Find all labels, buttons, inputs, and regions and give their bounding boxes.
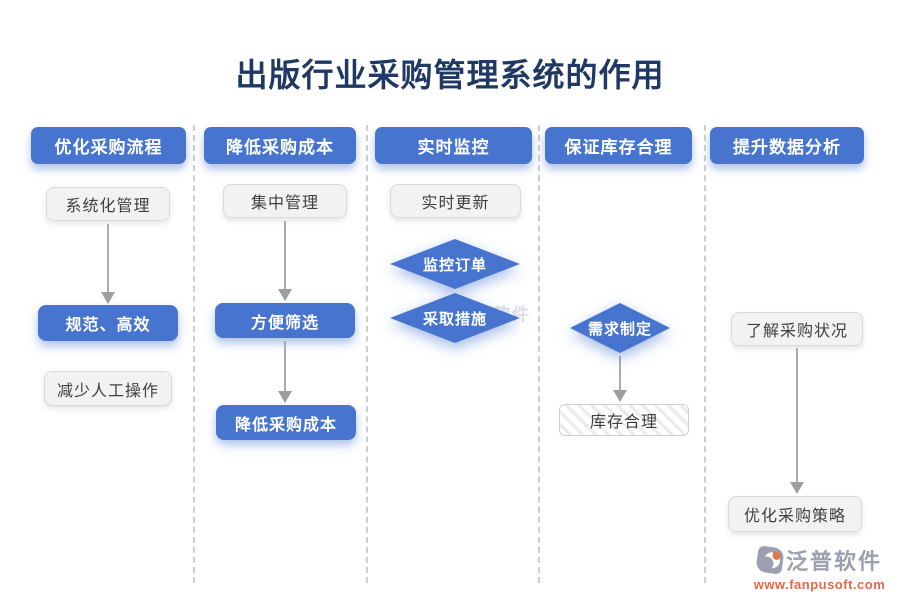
column-divider [366,125,368,583]
page-title: 出版行业采购管理系统的作用 [235,57,665,93]
diamond-shape: 需求制定 [570,303,670,353]
brand-name: 泛普软件 [785,549,882,574]
brand-url: www.fanpusoft.com [753,577,886,592]
column-divider [704,125,706,583]
node-take-measures: 采取措施 [390,293,520,343]
arrow-line [284,341,286,391]
diamond-shape: 采取措施 [390,293,520,343]
arrow-line [284,221,286,289]
column-divider [193,125,195,583]
flow-arrow [613,356,627,402]
column-header-reduce-cost: 降低采购成本 [204,127,356,164]
node-monitor-orders: 监控订单 [390,239,520,289]
flow-arrow [278,221,292,301]
node-centralized-management: 集中管理 [223,184,347,218]
arrow-line [107,224,109,292]
arrow-head-icon [613,390,627,402]
arrow-head-icon [790,482,804,494]
node-standard-efficient: 规范、高效 [38,305,178,341]
node-realtime-update: 实时更新 [390,184,521,218]
flow-arrow [278,341,292,403]
column-header-realtime-monitor: 实时监控 [375,127,532,164]
node-reduce-procurement-cost: 降低采购成本 [216,405,356,440]
arrow-line [796,348,798,482]
fanpu-logo-icon [755,545,785,575]
column-header-data-analysis: 提升数据分析 [710,127,864,164]
arrow-line [619,356,621,390]
node-understand-procurement: 了解采购状况 [731,312,863,346]
arrow-head-icon [101,292,115,304]
node-easy-filter: 方便筛选 [215,303,355,338]
node-reasonable-inventory: 库存合理 [559,404,689,436]
arrow-head-icon [278,391,292,403]
flow-arrow [101,224,115,304]
diamond-shape: 监控订单 [390,239,520,289]
node-reduce-manual-work: 减少人工操作 [44,371,172,406]
column-header-optimize-process: 优化采购流程 [31,127,186,164]
column-header-inventory: 保证库存合理 [545,127,692,164]
brand-footer: 泛普软件 www.fanpusoft.com [747,544,892,592]
flow-arrow [790,348,804,494]
column-divider [538,125,540,583]
node-demand-planning: 需求制定 [570,303,670,353]
arrow-head-icon [278,289,292,301]
node-optimize-strategy: 优化采购策略 [728,496,862,532]
node-systematic-management: 系统化管理 [46,187,170,221]
